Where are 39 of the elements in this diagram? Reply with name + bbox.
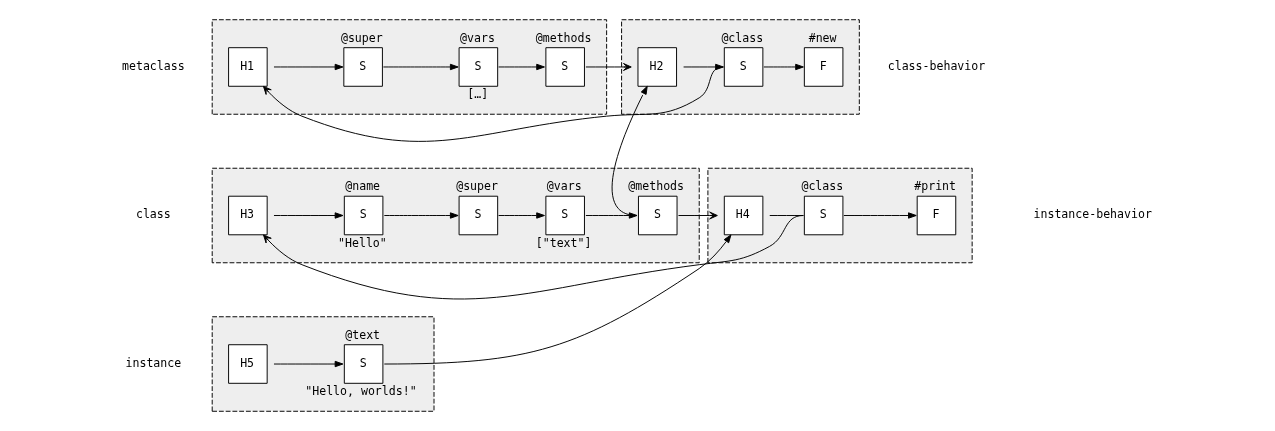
arrow (843, 212, 917, 219)
label: class-behavior (887, 58, 986, 73)
cluster (211, 316, 435, 412)
arrow (263, 66, 724, 142)
label: class (135, 207, 171, 222)
label: instance-behavior (1033, 207, 1152, 222)
node-label: #new (808, 30, 837, 45)
cluster (211, 19, 608, 115)
arrow (611, 85, 648, 216)
arrow (263, 215, 804, 300)
node-label: @class (801, 179, 844, 194)
arrow (382, 63, 459, 71)
label: instance (125, 356, 182, 371)
node-label: @vars (460, 30, 495, 45)
arrow (383, 212, 459, 219)
node-label: @super (456, 179, 498, 194)
arrow (273, 360, 344, 368)
node-label: @vars (546, 179, 582, 194)
arrow (273, 212, 344, 219)
arrow (498, 212, 545, 219)
arrow (273, 63, 344, 71)
arrow (383, 234, 732, 365)
arrow (585, 63, 632, 71)
node-label: @class (721, 30, 764, 45)
node-label: "Hello" (338, 235, 387, 250)
label: metaclass (122, 58, 185, 73)
cluster (211, 167, 700, 264)
node-label: ["text"] (535, 235, 592, 250)
node-label: @text (345, 327, 381, 342)
node-label: "Hello, worlds!" (305, 384, 417, 399)
node-label: […] (467, 87, 489, 102)
arrow (678, 211, 718, 220)
node-label: @name (345, 179, 381, 194)
arrow (763, 63, 804, 71)
arrow (498, 63, 545, 71)
node-label: @methods (628, 179, 685, 194)
node-label: @methods (535, 30, 592, 45)
node-label: @super (340, 30, 383, 45)
node-label: #print (914, 179, 957, 194)
